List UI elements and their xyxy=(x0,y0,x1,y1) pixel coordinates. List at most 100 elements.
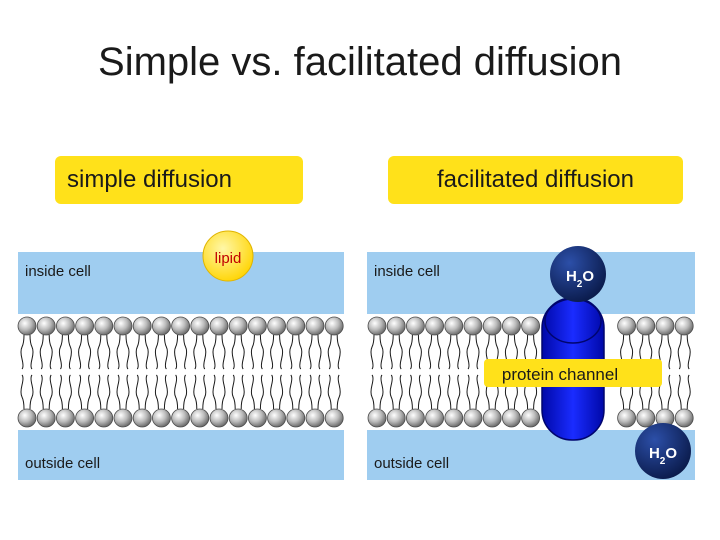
water-molecule-bottom xyxy=(635,423,691,479)
lipid-tail xyxy=(327,334,332,370)
phospholipid-head xyxy=(444,408,464,428)
lipid-tail xyxy=(48,374,53,410)
phospholipid-head xyxy=(190,408,210,428)
lipid-tail xyxy=(144,374,149,410)
water-molecule-icon: H2O xyxy=(550,246,606,302)
lipid-tail xyxy=(259,374,264,410)
phospholipid-head xyxy=(132,316,152,336)
phospholipid-head xyxy=(113,316,133,336)
phospholipid-head xyxy=(674,408,694,428)
phospholipid-head xyxy=(324,316,344,336)
phospholipid-head xyxy=(305,408,325,428)
lipid-tail xyxy=(20,334,25,370)
lipid-tail xyxy=(97,334,102,370)
lipid-icon xyxy=(202,230,254,282)
lipid-tail xyxy=(212,334,217,370)
lipid-tail xyxy=(667,334,672,370)
phospholipid-head xyxy=(636,316,656,336)
phospholipid-head xyxy=(501,408,521,428)
lipid-tail xyxy=(686,374,691,410)
lipid-tail xyxy=(144,334,149,370)
lipid-tail xyxy=(97,374,102,410)
facilitated-membrane-panel: inside cell outside cell protein channel… xyxy=(367,246,695,480)
water-molecule-icon: H2O xyxy=(635,423,691,479)
lipid-tail xyxy=(174,374,179,410)
phospholipid-head xyxy=(209,408,229,428)
lipid-tails-right xyxy=(370,334,691,410)
lipid-tail xyxy=(370,334,375,370)
lipid-tail xyxy=(370,374,375,410)
lipid-tail xyxy=(437,374,442,410)
phospholipid-head xyxy=(425,316,445,336)
lipid-tail xyxy=(116,374,121,410)
lipid-tail xyxy=(250,334,255,370)
phospholipid-head xyxy=(75,316,94,336)
lipid-tail xyxy=(437,334,442,370)
lipid-tail xyxy=(417,334,422,370)
phospholipid-head xyxy=(367,316,387,336)
slide-title: Simple vs. facilitated diffusion xyxy=(98,40,622,84)
lipid-tail xyxy=(317,334,322,370)
phospholipid-head xyxy=(501,316,521,336)
phospholipid-heads-left xyxy=(17,316,344,428)
lipid-tail xyxy=(447,374,452,410)
lipid-tail xyxy=(317,374,322,410)
lipid-tail xyxy=(327,374,332,410)
phospholipid-head xyxy=(209,316,229,336)
phospholipid-head xyxy=(151,408,171,428)
phospholipid-head xyxy=(425,408,445,428)
water-label-top: H2O xyxy=(566,268,594,290)
phospholipid-head xyxy=(75,408,94,428)
lipid-tail xyxy=(212,374,217,410)
phospholipid-head xyxy=(617,316,636,336)
phospholipid-head xyxy=(286,408,306,428)
phospholipid-head xyxy=(482,316,502,336)
lipid-tail xyxy=(78,334,83,370)
protein-channel-label: protein channel xyxy=(502,365,618,384)
lipid-tail xyxy=(456,334,461,370)
phospholipid-head xyxy=(132,408,152,428)
lipid-tail xyxy=(298,334,303,370)
lipid-tail xyxy=(183,374,188,410)
lipid-tail xyxy=(78,374,83,410)
lipid-tail xyxy=(308,334,313,370)
phospholipid-head xyxy=(674,316,694,336)
lipid-tail xyxy=(87,334,92,370)
phospholipid-head xyxy=(113,408,133,428)
lipid-tail xyxy=(456,374,461,410)
lipid-tail xyxy=(686,334,691,370)
phospholipid-head xyxy=(636,408,656,428)
phospholipid-head xyxy=(247,408,267,428)
phospholipid-head xyxy=(56,316,75,336)
phospholipid-head xyxy=(94,316,114,336)
lipid-tail xyxy=(475,334,480,370)
inside-cell-label-right: inside cell xyxy=(374,263,440,280)
lipid-tail xyxy=(58,374,63,410)
lipid-tail xyxy=(106,374,111,410)
facilitated-diffusion-label: facilitated diffusion xyxy=(388,156,683,204)
phospholipid-head xyxy=(305,316,325,336)
phospholipid-head xyxy=(228,408,248,428)
phospholipid-head xyxy=(17,316,37,336)
lipid-tail xyxy=(106,334,111,370)
phospholipid-head xyxy=(190,316,210,336)
lipid-tail xyxy=(250,374,255,410)
phospholipid-head xyxy=(267,408,287,428)
phospholipid-head xyxy=(324,408,344,428)
lipid-tail xyxy=(270,334,275,370)
lipid-tail xyxy=(279,374,284,410)
phospholipid-head xyxy=(171,408,191,428)
lipid-tail xyxy=(677,374,682,410)
lipid-tail xyxy=(466,374,471,410)
lipid-tail xyxy=(298,374,303,410)
lipid-tail xyxy=(125,374,130,410)
lipid-label: lipid xyxy=(215,250,242,267)
lipid-tail xyxy=(389,374,394,410)
lipid-tail xyxy=(408,374,413,410)
lipid-tail xyxy=(154,334,159,370)
lipid-tail xyxy=(428,334,433,370)
phospholipid-head xyxy=(386,408,406,428)
phospholipid-head xyxy=(444,316,464,336)
lipid-tail xyxy=(289,334,294,370)
lipid-tail xyxy=(125,334,130,370)
